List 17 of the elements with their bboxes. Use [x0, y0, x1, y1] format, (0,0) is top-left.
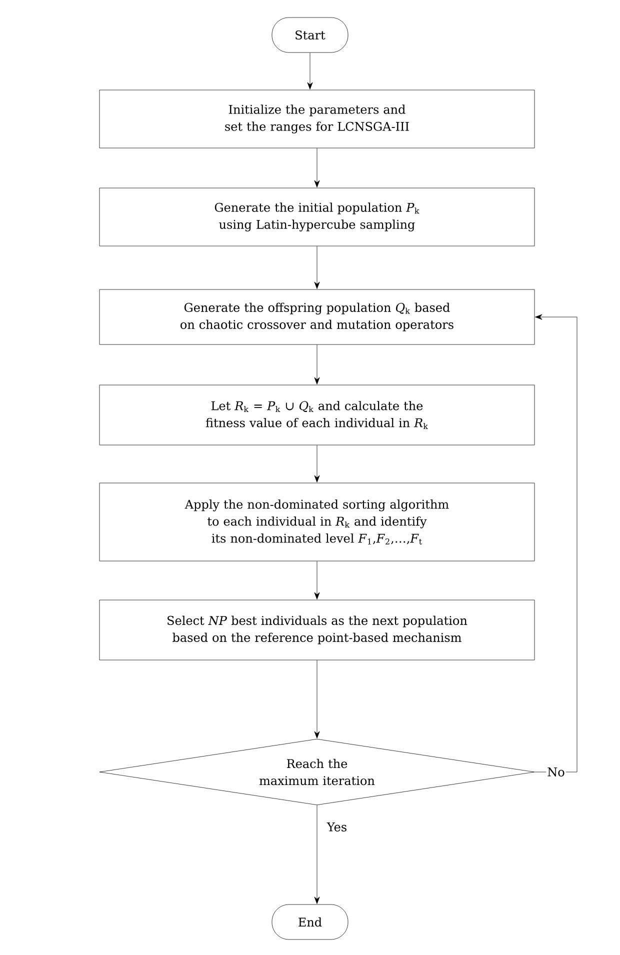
arrow [314, 445, 320, 482]
process-box: Let R$_{k}$ = P$_{k}$ ∪ Q$_{k}$ and calculate the fitness value of each individual in R$_{k}$ [99, 384, 535, 446]
process-box: Generate the initial population P$_{k}$ using Latin-hypercube sampling [99, 188, 535, 246]
arrow [314, 561, 320, 600]
arrow [314, 246, 320, 289]
arrow [314, 148, 320, 188]
arrow [534, 314, 578, 772]
arrow [307, 52, 313, 90]
process-box: Apply the non-dominated sorting algorithm to each individual in R$_{k}$ and identify its non-dominated level F$_{1}$,F$_{2}$,…,F$_{t}$ [99, 482, 535, 562]
process-box: Select NP best individuals as the next population based on the reference point-based mechanism [99, 600, 535, 660]
edge-label: Yes [326, 822, 348, 832]
process-box: Generate the offspring population Q$_{k}$ based on chaotic crossover and mutation operators [99, 289, 535, 345]
arrow [314, 660, 320, 738]
process-box: Initialize the parameters and set the ranges for LCNSGA-III [99, 90, 535, 148]
edge-label: No [546, 766, 566, 778]
arrow [314, 344, 320, 384]
arrow [314, 805, 320, 904]
